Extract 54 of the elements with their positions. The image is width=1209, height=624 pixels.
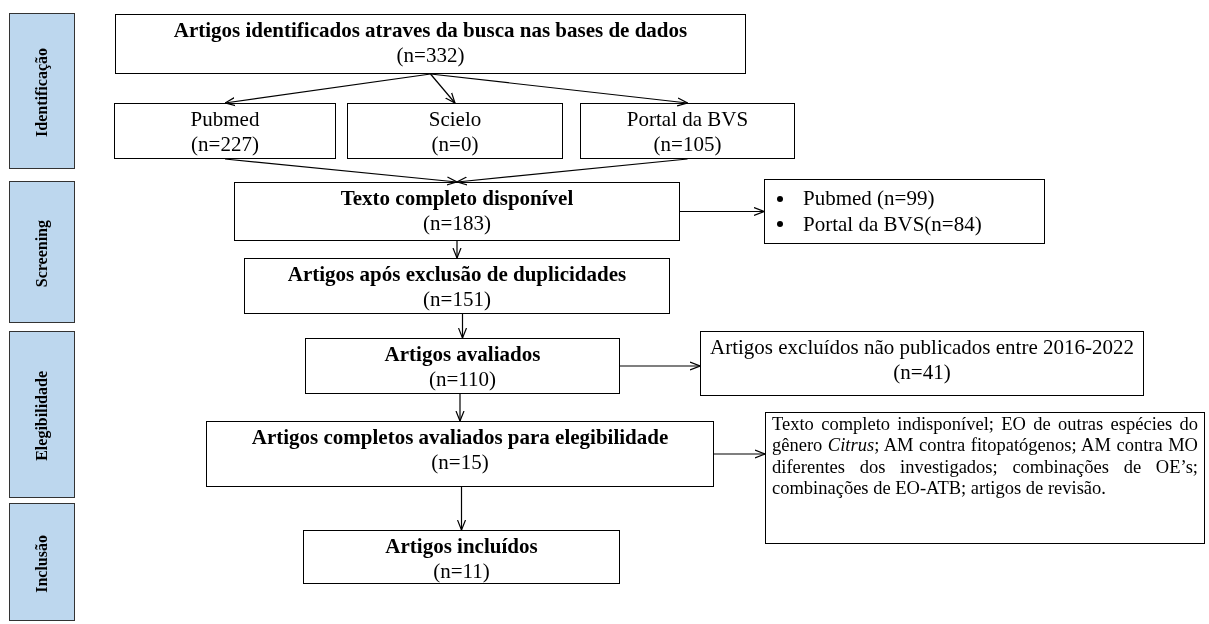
note-text: Texto completo indisponível; EO de outras espécies do gênero Citrus; AM contra fitopatógenos; AM contra MO diferentes dos investigados; combinações de OE’s; combinações de EO-ATB; artigos de revisão. (772, 414, 1198, 500)
node-title: Texto completo disponível (340, 186, 574, 212)
list-item: Portal da BVS(n=84) (803, 211, 982, 237)
arrow (456, 486, 467, 531)
node-title: Pubmed (190, 107, 260, 133)
arrow (452, 240, 462, 259)
node-title: Artigos avaliados (384, 342, 541, 368)
process-box (244, 258, 670, 314)
process-box (234, 182, 680, 241)
node-title: Artigos incluídos (385, 534, 538, 560)
count-label: (n=0) (431, 132, 479, 158)
node-title: Scielo (428, 107, 482, 133)
process-box (580, 103, 795, 159)
stage-band (9, 503, 75, 621)
process-box (347, 103, 563, 159)
process-box (700, 331, 1144, 396)
node-title: Artigos completos avaliados para elegibilidade (251, 425, 669, 451)
list-item: Pubmed (n=99) (803, 186, 935, 212)
count-label: (n=332) (396, 43, 465, 69)
count-label: (n=11) (433, 559, 490, 585)
process-box (303, 530, 620, 584)
arrow (455, 393, 465, 422)
stage-label: Identificação (32, 48, 52, 137)
arrow (713, 449, 766, 459)
arrow (224, 73, 432, 107)
count-label: (n=110) (428, 367, 497, 393)
stage-band (9, 331, 75, 498)
exclusion-reasons-box (765, 412, 1205, 544)
process-box (115, 14, 746, 74)
node-title: Portal da BVS (626, 107, 749, 133)
count-label: (n=15) (431, 450, 489, 476)
stage-label: Inclusão (32, 534, 52, 593)
arrow (429, 73, 689, 107)
count-label: (n=227) (191, 132, 259, 158)
count-label: (n=105) (653, 132, 722, 158)
count-label: (n=151) (423, 287, 491, 313)
arrow (619, 361, 701, 371)
node-title: Artigos após exclusão de duplicidades (287, 262, 627, 288)
process-box (114, 103, 336, 159)
stage-label: Screening (32, 219, 52, 288)
stage-band (9, 13, 75, 169)
arrow (679, 206, 765, 217)
process-box (206, 421, 714, 487)
node-title: Artigos identificados atraves da busca nas bases de dados (173, 18, 688, 44)
stage-band (9, 181, 75, 323)
arrow (456, 158, 689, 186)
count-label: (n=183) (423, 211, 491, 237)
arrow (457, 313, 468, 339)
arrow (224, 158, 458, 186)
node-title: Artigos excluídos não publicados entre 2016-2022 (n=41) (709, 335, 1135, 386)
excluded-list-box (764, 179, 1045, 244)
stage-label: Elegibilidade (32, 371, 52, 461)
arrow (429, 73, 456, 104)
process-box (305, 338, 620, 394)
